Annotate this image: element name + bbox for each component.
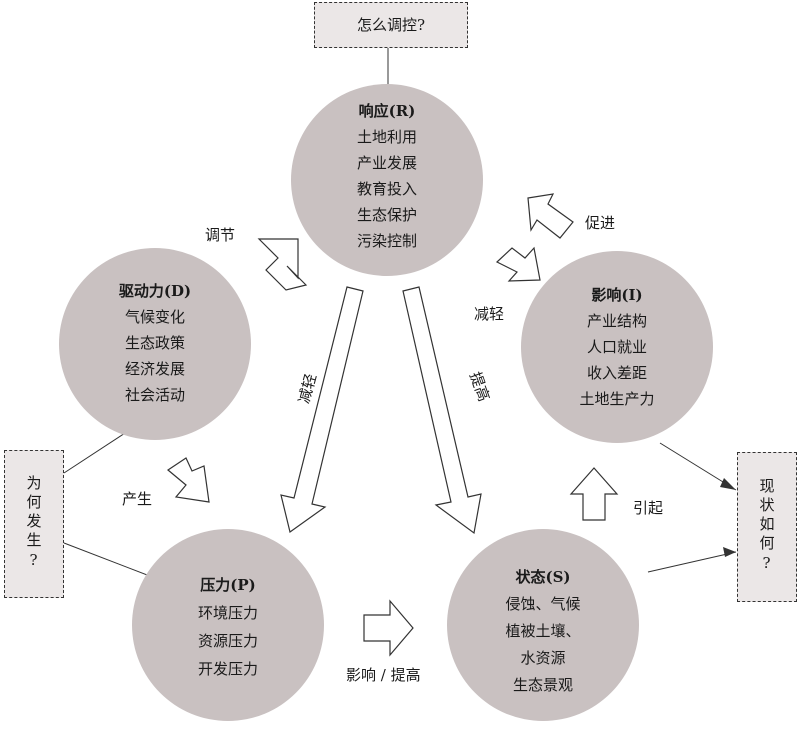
generate-arrow [166, 457, 210, 503]
question-box-right: 现状如何? [737, 452, 797, 602]
impact-item: 土地生产力 [579, 390, 655, 408]
question-right-text: 现状如何? [757, 478, 776, 576]
response-item: 产业发展 [356, 154, 417, 172]
regulate-arrow [257, 238, 308, 291]
impact-improve-arrow [363, 599, 414, 657]
generate-label: 产生 [122, 490, 153, 508]
long-arrow-right [402, 286, 482, 535]
question-box-top: 怎么调控? [314, 2, 468, 48]
connector-line-pressure-why [63, 542, 156, 579]
regulate-label: 调节 [205, 226, 236, 244]
driving-force-item: 经济发展 [124, 360, 185, 378]
response-item: 土地利用 [356, 128, 417, 146]
impact-item: 人口就业 [586, 338, 647, 356]
impact-circle [521, 251, 713, 443]
impact-improve-label: 影响 / 提高 [346, 666, 421, 684]
cause-label: 引起 [633, 499, 664, 517]
state-item: 植被土壤、 [505, 622, 581, 640]
state-text: 状态(S) 侵蚀、气候 植被土壤、 水资源 生态景观 [478, 564, 608, 699]
pressure-circle [132, 529, 324, 721]
driving-force-circle [59, 248, 251, 440]
question-top-text: 怎么调控? [356, 16, 426, 34]
driving-force-item: 气候变化 [124, 308, 185, 326]
impact-item: 收入差距 [586, 364, 647, 382]
driving-force-title: 驱动力(D) [118, 282, 192, 300]
state-title: 状态(S) [515, 568, 571, 586]
pressure-title: 压力(P) [200, 576, 256, 594]
response-text: 响应(R) 土地利用 产业发展 教育投入 生态保护 污染控制 [327, 98, 447, 254]
impact-item: 产业结构 [586, 312, 647, 330]
pressure-item: 资源压力 [197, 632, 258, 650]
impact-title: 影响(I) [591, 286, 643, 304]
response-circle [291, 84, 483, 276]
response-item: 生态保护 [356, 206, 417, 224]
state-item: 生态景观 [512, 676, 573, 694]
connector-arrowhead-state [723, 547, 736, 557]
impact-text: 影响(I) 产业结构 人口就业 收入差距 土地生产力 [557, 282, 677, 412]
cause-arrow [569, 467, 619, 521]
response-title: 响应(R) [358, 102, 416, 120]
driving-force-item: 生态政策 [124, 334, 185, 352]
promote-arrow [527, 193, 574, 239]
pressure-text: 压力(P) 环境压力 资源压力 开发压力 [168, 571, 288, 683]
response-item: 污染控制 [356, 232, 417, 250]
driving-force-item: 社会活动 [124, 386, 185, 404]
mitigate-label-right: 减轻 [474, 305, 505, 323]
connector-line-state-now [647, 551, 737, 573]
state-item: 侵蚀、气候 [505, 595, 581, 613]
response-item: 教育投入 [356, 180, 417, 198]
state-item: 水资源 [520, 649, 566, 667]
question-left-text: 为何发生? [24, 475, 43, 573]
question-box-left: 为何发生? [4, 450, 64, 598]
pressure-item: 开发压力 [197, 660, 258, 678]
promote-label: 促进 [585, 214, 616, 232]
driving-force-text: 驱动力(D) 气候变化 生态政策 经济发展 社会活动 [95, 278, 215, 408]
connector-arrowhead-impact [720, 478, 736, 490]
long-arrow-left [280, 286, 364, 534]
state-circle [447, 529, 639, 721]
pressure-item: 环境压力 [197, 604, 258, 622]
mitigate-arrow [495, 246, 541, 282]
